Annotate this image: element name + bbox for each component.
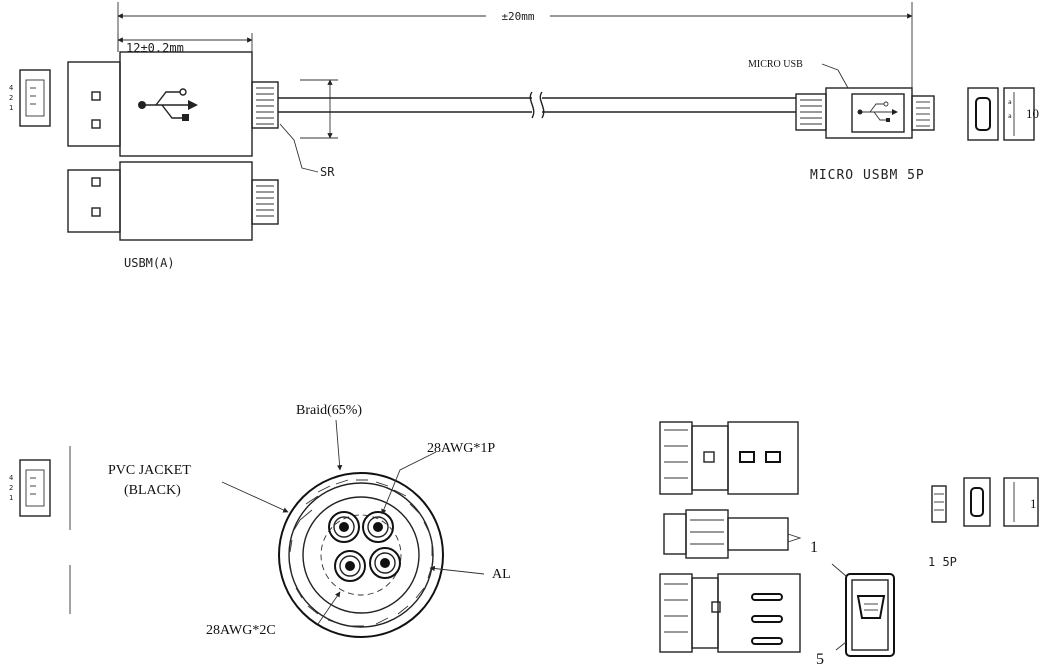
micro-plug-bottom-view [659, 573, 801, 653]
usb-a-plug-top [67, 51, 279, 157]
micro-usb-end-view: a a 10 [967, 87, 1039, 141]
total-length-label: ±20mm [501, 10, 534, 23]
cable [278, 91, 796, 119]
micro-plug-top-view [659, 421, 799, 495]
svg-text:a: a [1008, 99, 1012, 106]
svg-text:2: 2 [9, 94, 13, 102]
pair-1p-label: 28AWG*1P [427, 441, 495, 456]
sr-label: SR [320, 165, 335, 179]
right-dim-label: 10 [1026, 106, 1039, 121]
usb-a-plug-bottom [67, 161, 279, 241]
usb-a-end-view: 4 2 1 [9, 69, 51, 127]
sr-height-dimension: SR [279, 79, 338, 179]
conductor-1 [328, 511, 360, 543]
conductor-2 [362, 511, 394, 543]
svg-text:1: 1 [9, 104, 13, 112]
conductor-4 [369, 547, 401, 579]
cable-cross-section [221, 419, 485, 638]
micro-end-views-small: 1 [931, 477, 1039, 527]
svg-text:a: a [1008, 113, 1012, 120]
micro-usb-logo-icon [857, 101, 898, 122]
svg-text:2: 2 [9, 484, 13, 492]
svg-text:1: 1 [9, 494, 13, 502]
pin-1-label: 1 [810, 539, 818, 556]
micro-receptacle-view [831, 563, 895, 657]
micro-usb-label: MICRO USBM 5P [810, 168, 925, 183]
svg-text:4: 4 [9, 474, 13, 482]
pin-5-label: 5 [816, 651, 824, 668]
jacket-label-line1: PVC JACKET [108, 463, 191, 478]
al-label: AL [492, 567, 511, 582]
braid-label: Braid(65%) [296, 403, 362, 418]
usb-a-end-view-2: 4 2 1 [9, 446, 71, 614]
conductor-3 [334, 550, 366, 582]
micro-usb-plug: MICRO USB [748, 59, 935, 139]
jacket-label-line2: (BLACK) [124, 483, 181, 498]
micro-usb-callout: MICRO USB [748, 59, 803, 70]
label-5p: 1 5P [928, 555, 957, 569]
micro-plug-side-view [663, 509, 802, 559]
svg-text:4: 4 [9, 84, 13, 92]
pair-2c-label: 28AWG*2C [206, 623, 276, 638]
braid-hatching [289, 479, 433, 627]
right-dim-label-2: 1 [1030, 496, 1037, 511]
plug-length-label: 12±0.2mm [126, 41, 184, 55]
total-length-dimension: ±20mm [117, 2, 913, 90]
usb-logo-icon [138, 88, 198, 121]
usb-a-label: USBM(A) [124, 256, 175, 270]
